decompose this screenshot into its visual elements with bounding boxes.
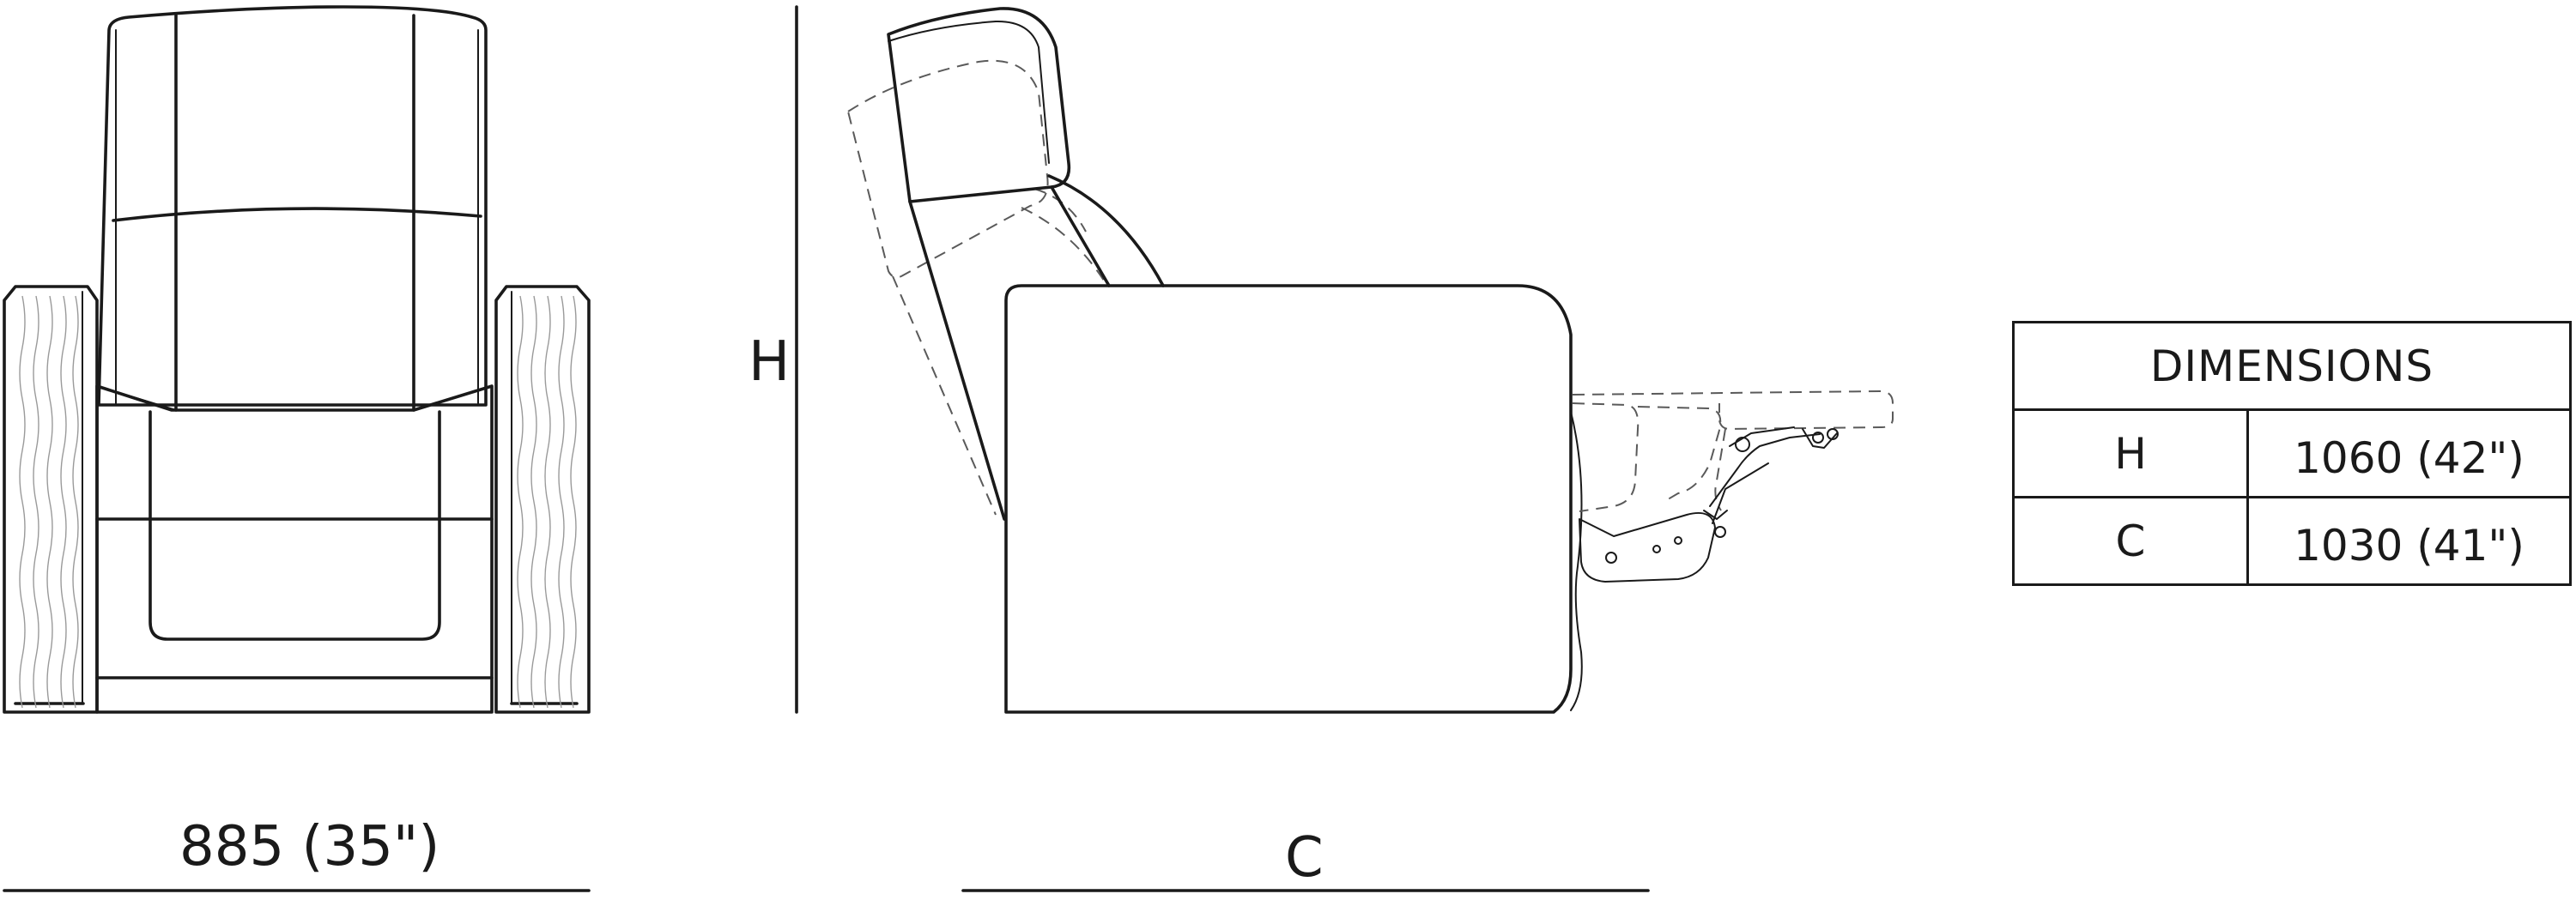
reclined-backrest-outline bbox=[847, 59, 1049, 279]
recliner-mechanism bbox=[1579, 426, 1839, 583]
height-dimension-label: H bbox=[749, 330, 791, 394]
side-body bbox=[1004, 284, 1573, 714]
front-seat-body bbox=[95, 384, 494, 714]
dimension-key: C bbox=[2012, 496, 2249, 586]
side-view-chair bbox=[847, 7, 1894, 714]
front-headrest-seam bbox=[112, 207, 482, 222]
dimension-value: 1030 (41") bbox=[2246, 496, 2572, 586]
dimensions-table-title: DIMENSIONS bbox=[2012, 321, 2572, 411]
depth-dimension-label: C bbox=[1285, 826, 1324, 890]
front-view-chair bbox=[3, 5, 591, 714]
dimensions-table-row: H 1060 (42") bbox=[2012, 408, 2572, 498]
dimensions-table-row: C 1030 (41") bbox=[2012, 496, 2572, 586]
front-right-armrest bbox=[494, 285, 591, 714]
footrest-extended bbox=[1572, 390, 1894, 430]
dimensions-table-header-row: DIMENSIONS bbox=[2012, 321, 2572, 411]
dimension-value: 1060 (42") bbox=[2246, 408, 2572, 498]
dimension-key: H bbox=[2012, 408, 2249, 498]
front-seat-cushion bbox=[148, 410, 441, 641]
front-left-armrest bbox=[3, 285, 99, 714]
width-dimension-label: 885 (35") bbox=[179, 815, 440, 879]
dimensions-table: DIMENSIONS H 1060 (42") C 1030 (41") bbox=[2012, 321, 2572, 586]
front-backrest bbox=[97, 5, 488, 407]
upright-headrest bbox=[887, 7, 1071, 203]
upright-backrest bbox=[908, 200, 1006, 521]
